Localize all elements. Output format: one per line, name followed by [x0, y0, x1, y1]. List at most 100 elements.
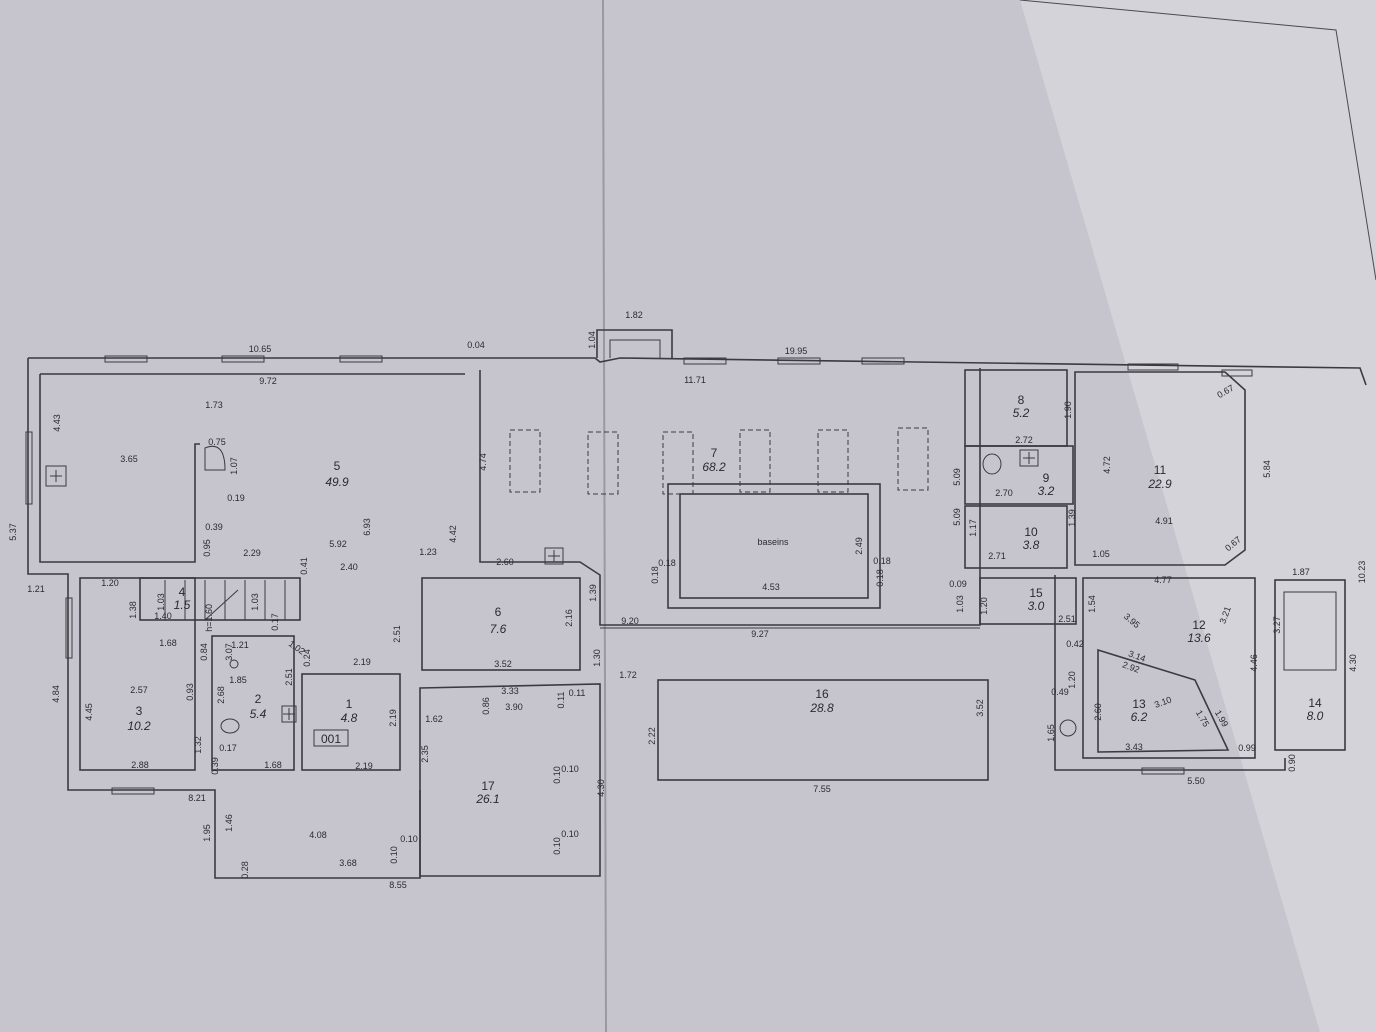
dimension-label: 1.82 [625, 310, 643, 320]
room-area: 22.9 [1147, 477, 1172, 491]
room-3-label: 3 10.2 [127, 704, 151, 733]
dimension-label: 0.19 [227, 493, 245, 503]
room-8-label: 8 5.2 [1013, 393, 1030, 420]
room-outline-14-inner [1283, 591, 1337, 671]
room-outline-1 [301, 673, 401, 771]
room-outline-16 [657, 679, 989, 781]
dimension-label: 5.37 [8, 523, 18, 541]
dimension-label: 0.93 [185, 683, 195, 701]
dimension-label: 0.18 [650, 566, 660, 584]
room-17-label: 17 26.1 [475, 779, 499, 806]
dimension-label: 2.16 [564, 609, 574, 627]
dimension-label: 0.11 [569, 688, 586, 698]
dimension-label: 1.90 [1063, 401, 1073, 419]
room-number: 4 [179, 585, 186, 599]
dimension-label: 4.30 [596, 779, 606, 797]
dimension-label: 0.10 [561, 829, 579, 839]
dimension-label: 2.40 [340, 562, 358, 572]
room-number: 11 [1154, 463, 1167, 477]
dimension-label: 4.08 [309, 830, 327, 840]
room-outline-10 [964, 505, 1068, 569]
dimension-label: 2.19 [388, 709, 398, 727]
dimension-label: 1.68 [159, 638, 177, 648]
dimension-label: 4.43 [52, 414, 62, 432]
code-label: 001 [321, 732, 341, 746]
room-9-label: 9 3.2 [1038, 471, 1055, 498]
dimension-label: 11.71 [684, 375, 706, 385]
dimension-label: 4.46 [1249, 654, 1259, 672]
room-number: 16 [815, 687, 829, 701]
dimension-label: 5.50 [1187, 776, 1205, 786]
dimension-label: 0.39 [205, 522, 223, 532]
room-outline-15 [979, 577, 1077, 625]
dimension-label: 1.65 [1046, 724, 1056, 742]
paper-sheet-left [0, 0, 1320, 1032]
dimension-label: 1.46 [224, 814, 234, 832]
room-14-label: 14 8.0 [1307, 696, 1324, 723]
dimension-label: 1.30 [592, 649, 602, 667]
dimension-label: 5.09 [952, 508, 962, 526]
dimension-label: 5.92 [329, 539, 347, 549]
room-area: 7.6 [490, 622, 507, 636]
dimension-label: 8.55 [389, 880, 407, 890]
paper-fold [602, 0, 607, 1032]
room-number: 14 [1308, 696, 1322, 710]
room-number: 6 [495, 605, 502, 619]
dimension-label: 1.03 [955, 595, 965, 613]
dimension-label: 1.05 [1092, 549, 1110, 559]
dimension-label: 5.09 [952, 468, 962, 486]
dimension-label: 2.51 [392, 625, 402, 643]
dimension-label: 1.72 [619, 670, 637, 680]
exterior-wall [28, 357, 1367, 386]
wall-bump-inner [609, 339, 661, 358]
room-area: 8.0 [1307, 709, 1324, 723]
dimension-label: 1.23 [419, 547, 437, 557]
dimension-label: 0.84 [199, 643, 209, 661]
dimension-label: 4.42 [448, 525, 458, 543]
room-number: 12 [1192, 618, 1206, 632]
room-number: 7 [711, 446, 718, 460]
dimension-label: 1.20 [101, 578, 119, 588]
dimension-label: 3.27 [1272, 616, 1282, 634]
stair-height-label: h=1.60 [204, 604, 214, 632]
room-area: 5.2 [1013, 406, 1030, 420]
dimension-label: 0.90 [1287, 754, 1297, 772]
room-area: 5.4 [250, 707, 267, 721]
dimension-label: 2.19 [355, 761, 373, 771]
paper-border-right [1019, 0, 1376, 281]
staircase [164, 580, 286, 621]
room-area: 28.8 [809, 701, 834, 715]
dimension-label: 1.40 [154, 611, 172, 621]
dimension-label: 0.10 [400, 834, 418, 844]
dimension-label: 0.09 [949, 579, 967, 589]
dimension-label: 1.54 [1087, 595, 1097, 613]
room-6-label: 6 7.6 [490, 605, 507, 636]
dimension-label: 0.10 [389, 846, 399, 864]
room-outline-3 [79, 577, 196, 771]
lounger-1 [509, 429, 541, 493]
code-box [313, 729, 349, 747]
room-outline-13 [1097, 648, 1230, 753]
room-area: 13.6 [1187, 631, 1211, 645]
room-13-label: 13 6.2 [1131, 697, 1148, 724]
room-number: 13 [1132, 697, 1146, 711]
dimension-label: 4.84 [51, 685, 61, 703]
dimension-label: 2.68 [216, 686, 226, 704]
room-2-label: 2 5.4 [250, 692, 267, 721]
dimension-label: 1.39 [1067, 509, 1077, 527]
dimension-label: 0.86 [481, 697, 491, 715]
dimension-label: 3.65 [120, 454, 138, 464]
room-5-label: 5 49.9 [325, 459, 349, 489]
dimension-label: 0.04 [467, 340, 485, 350]
dimension-label: 2.88 [131, 760, 149, 770]
dimension-label: 2.70 [995, 488, 1013, 498]
dimension-label: 9.27 [751, 629, 769, 639]
room-outline-9 [964, 445, 1074, 505]
dimension-label: 1.39 [588, 584, 598, 602]
dimension-label: 1.62 [425, 714, 443, 724]
room-number: 17 [481, 779, 495, 793]
lounger-3 [662, 431, 694, 495]
room-number: 1 [346, 697, 353, 711]
lounger-4 [739, 429, 771, 493]
